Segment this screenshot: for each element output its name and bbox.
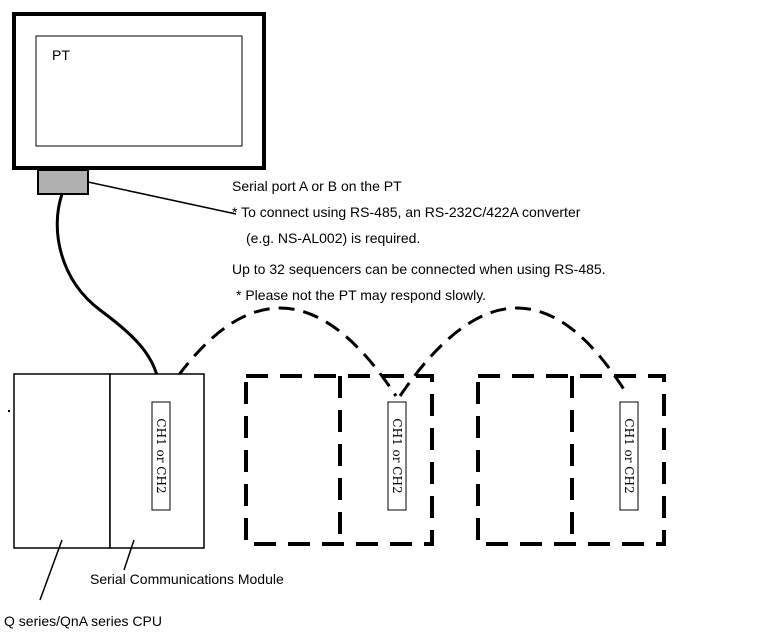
cpu-module: [13, 373, 111, 549]
port-annotation-line-1: Serial port A or B on the PT: [232, 178, 402, 194]
serial-module-leader: [123, 539, 135, 571]
port-annotation-line-3: (e.g. NS-AL002) is required.: [246, 230, 420, 246]
limit-annotation-line-2: * Please not the PT may respond slowly.: [236, 287, 486, 303]
serial-module-label: Serial Communications Module: [90, 571, 284, 587]
port-label-3: CH1 or CH2: [622, 418, 636, 493]
plc-unit-1: CH1 or CH2: [13, 373, 205, 549]
port-label-2: CH1 or CH2: [390, 418, 404, 493]
plc-unit-3: CH1 or CH2: [476, 374, 666, 546]
pt-cable: [55, 193, 163, 403]
cpu-label: Q series/QnA series CPU: [4, 613, 162, 629]
port-label-1: CH1 or CH2: [154, 418, 168, 493]
plc-unit-2: CH1 or CH2: [244, 374, 434, 546]
multidrop-link-1: [162, 306, 398, 397]
limit-annotation-line-1: Up to 32 sequencers can be connected whe…: [232, 261, 606, 277]
pt-terminal: PT: [12, 12, 266, 195]
port-box-1: [151, 401, 171, 511]
multidrop-link-2: [398, 306, 630, 397]
pt-label: PT: [52, 47, 70, 63]
port-box-2: [387, 401, 407, 511]
pt-serial-port: [37, 169, 89, 195]
unit-2-outline: [244, 374, 434, 546]
unit-3-outline: [476, 374, 666, 546]
port-leader-line: [87, 181, 237, 215]
port-box-3: [619, 401, 639, 511]
stray-dot: [8, 410, 10, 412]
port-annotation-line-2: * To connect using RS-485, an RS-232C/42…: [232, 204, 581, 220]
cpu-leader: [39, 539, 63, 601]
pt-screen: [35, 35, 243, 147]
